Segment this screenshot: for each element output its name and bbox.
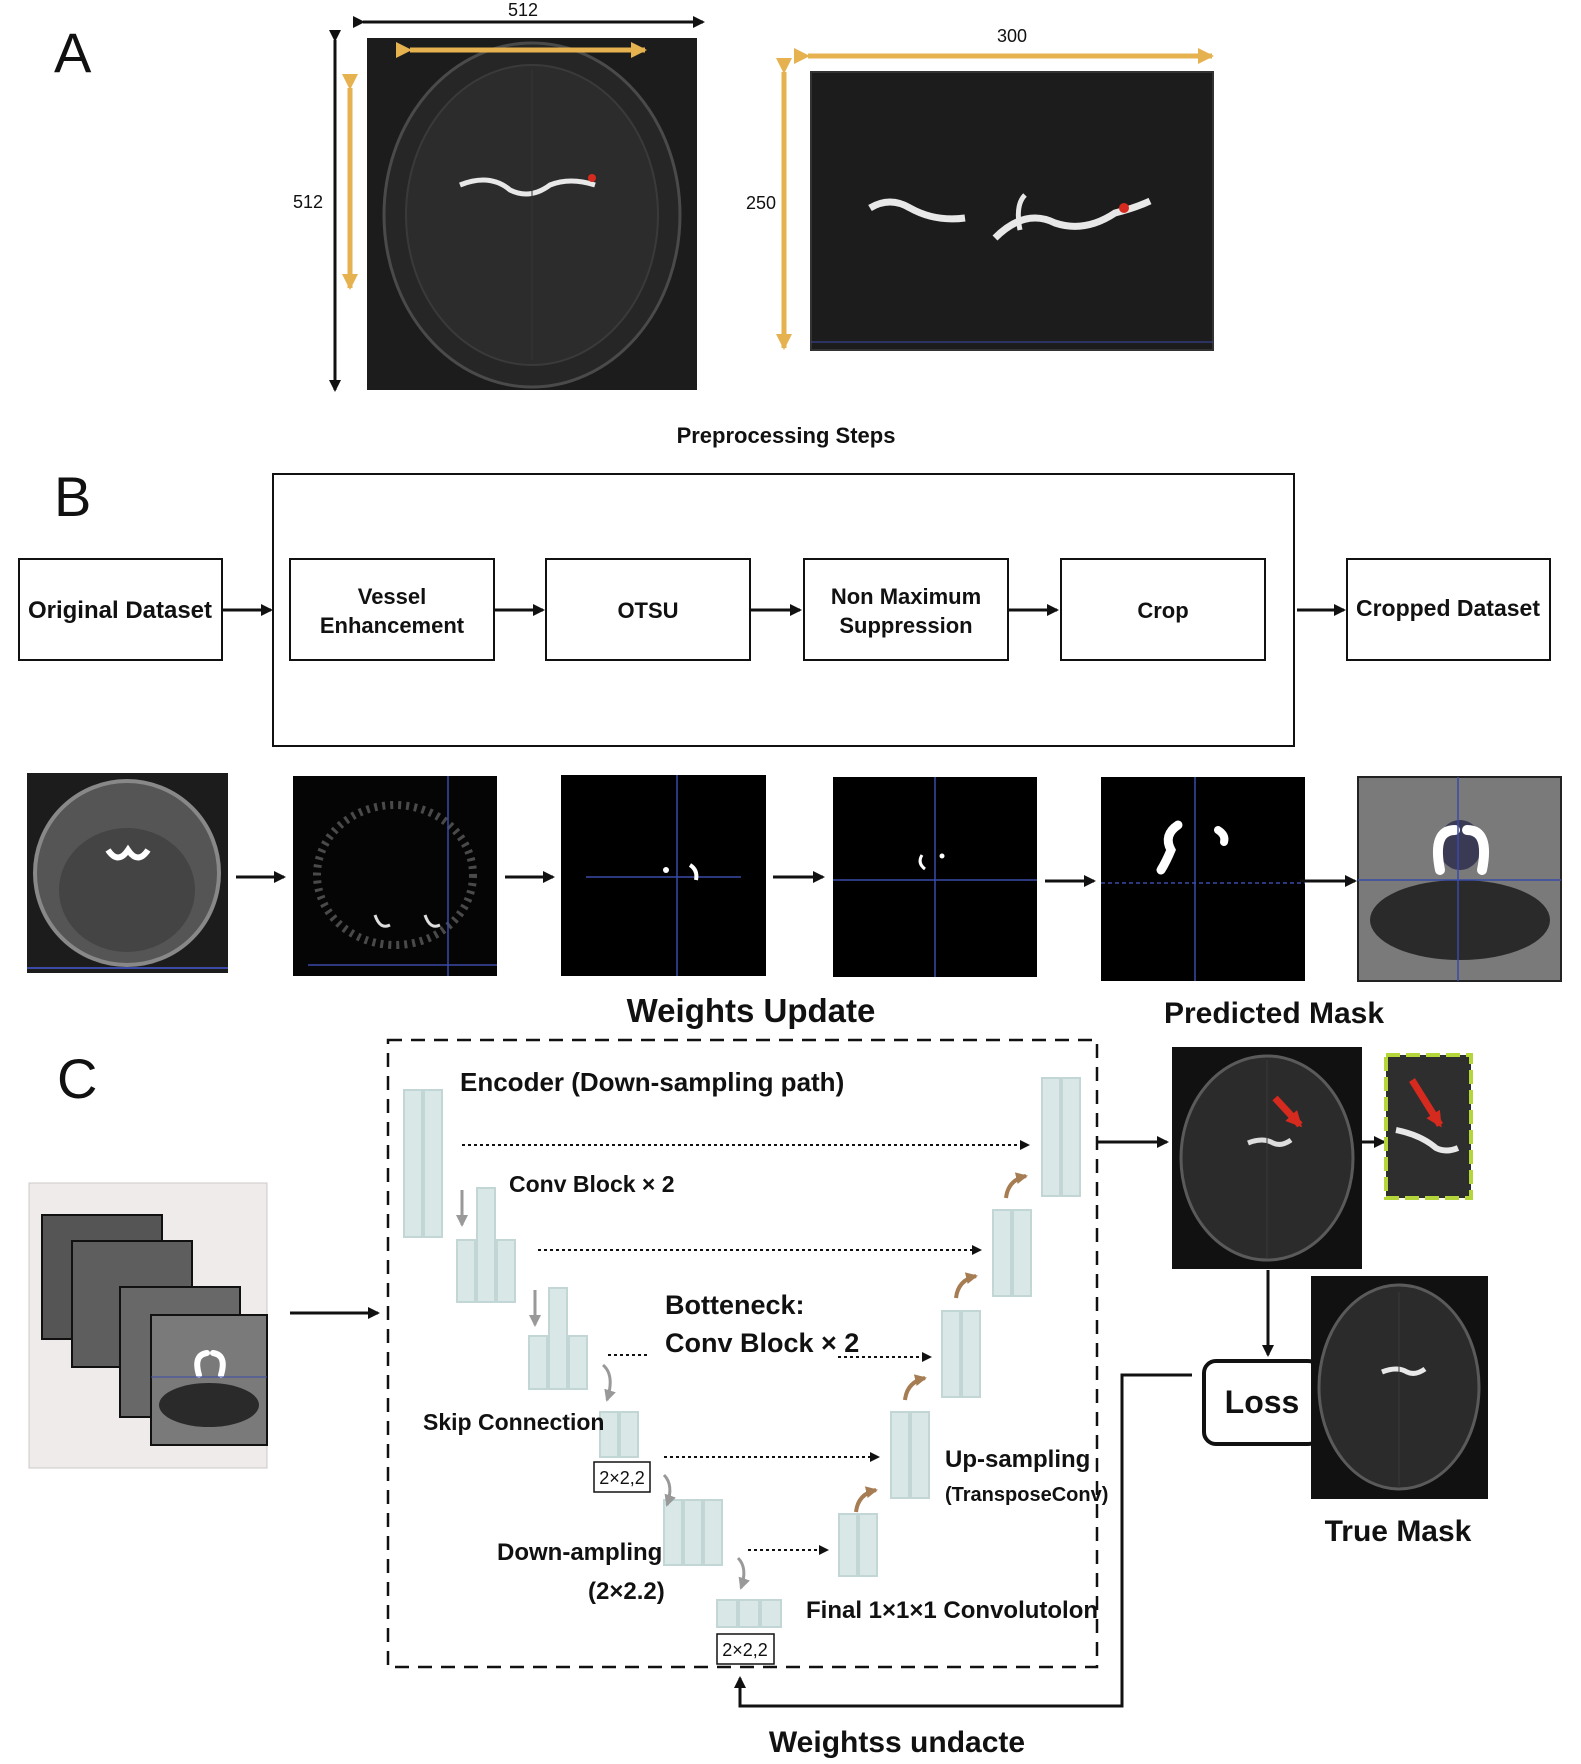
panel-b-label: B xyxy=(54,465,91,528)
step-vessel-enhancement-line2: Enhancement xyxy=(320,613,465,638)
bottleneck-line1: Botteneck: xyxy=(665,1290,805,1320)
downsampling-line2: (2×2.2) xyxy=(588,1578,665,1605)
step-nms-line1: Non Maximum xyxy=(831,584,981,609)
preprocessing-title: Preprocessing Steps xyxy=(677,423,896,448)
upsample-arrows xyxy=(854,1172,1028,1513)
step-crop-box xyxy=(1060,558,1266,661)
panel-c-label: C xyxy=(57,1047,97,1110)
step-nms-line2: Suppression xyxy=(839,613,972,638)
step-crop-label: Crop xyxy=(1137,598,1188,623)
full-mra-scan xyxy=(367,38,697,390)
step-nms-box xyxy=(803,558,1009,661)
step-otsu-label: OTSU xyxy=(617,598,678,623)
panel-a-label: A xyxy=(54,21,92,84)
crop-height-label: 250 xyxy=(746,193,776,213)
predicted-mask-zoom xyxy=(1384,1053,1473,1200)
thumb-crop xyxy=(1101,777,1305,981)
bottleneck-line2: Conv Block × 2 xyxy=(665,1328,859,1358)
cropped-dataset-box xyxy=(1346,558,1551,661)
true-mask-image xyxy=(1311,1276,1488,1499)
input-volume-stack xyxy=(28,1182,268,1469)
pool-box-1 xyxy=(593,1461,651,1493)
true-mask-label: True Mask xyxy=(1325,1515,1472,1548)
step-otsu-box xyxy=(545,558,751,661)
predicted-mask-image xyxy=(1172,1047,1362,1269)
full-width-label: 512 xyxy=(508,0,538,20)
encoder-label: Encoder (Down-sampling path) xyxy=(460,1067,844,1097)
downsampling-line1: Down-ampling xyxy=(497,1539,662,1566)
encoder-blocks xyxy=(403,1089,782,1628)
decoder-blocks xyxy=(838,1077,1081,1577)
upsampling-line2: (TransposeConv) xyxy=(945,1484,1108,1506)
step-vessel-enhancement-box xyxy=(289,558,495,661)
step-vessel-enhancement-line1: Vessel xyxy=(358,584,427,609)
predicted-mask-title: Predicted Mask xyxy=(1164,997,1384,1030)
full-height-label: 512 xyxy=(293,192,323,212)
thumb-nms xyxy=(833,777,1037,977)
downsample-arrows xyxy=(456,1190,750,1590)
pool-label-2: 2×2,2 xyxy=(722,1640,768,1660)
thumb-vessel-enhancement xyxy=(293,776,497,976)
upsampling-line1: Up-sampling xyxy=(945,1446,1090,1473)
preprocessing-frame xyxy=(272,473,1295,747)
weights-update-title: Weights Update xyxy=(627,992,876,1029)
unet-frame xyxy=(386,1038,1099,1669)
crop-width-label: 300 xyxy=(997,26,1027,46)
loss-label: Loss xyxy=(1225,1384,1300,1420)
final-conv-label: Final 1×1×1 Convolutolon xyxy=(806,1597,1098,1624)
skip-connections xyxy=(462,1140,1030,1555)
original-dataset-label: Original Dataset xyxy=(28,597,212,624)
skip-connection-label: Skip Connection xyxy=(423,1409,604,1435)
thumb-cropped-result xyxy=(1357,776,1562,982)
thumb-original xyxy=(27,773,228,973)
weights-update-bottom-label: Weightss undacte xyxy=(769,1726,1025,1759)
cropped-dataset-label: Cropped Dataset xyxy=(1356,595,1540,621)
pool-label-1: 2×2,2 xyxy=(599,1468,645,1488)
conv-block-label: Conv Block × 2 xyxy=(509,1171,675,1197)
pool-box-2 xyxy=(716,1633,775,1665)
weights-feedback-arrow xyxy=(734,1373,1192,1708)
thumb-otsu xyxy=(561,775,766,976)
cropped-mra-scan xyxy=(810,71,1214,351)
